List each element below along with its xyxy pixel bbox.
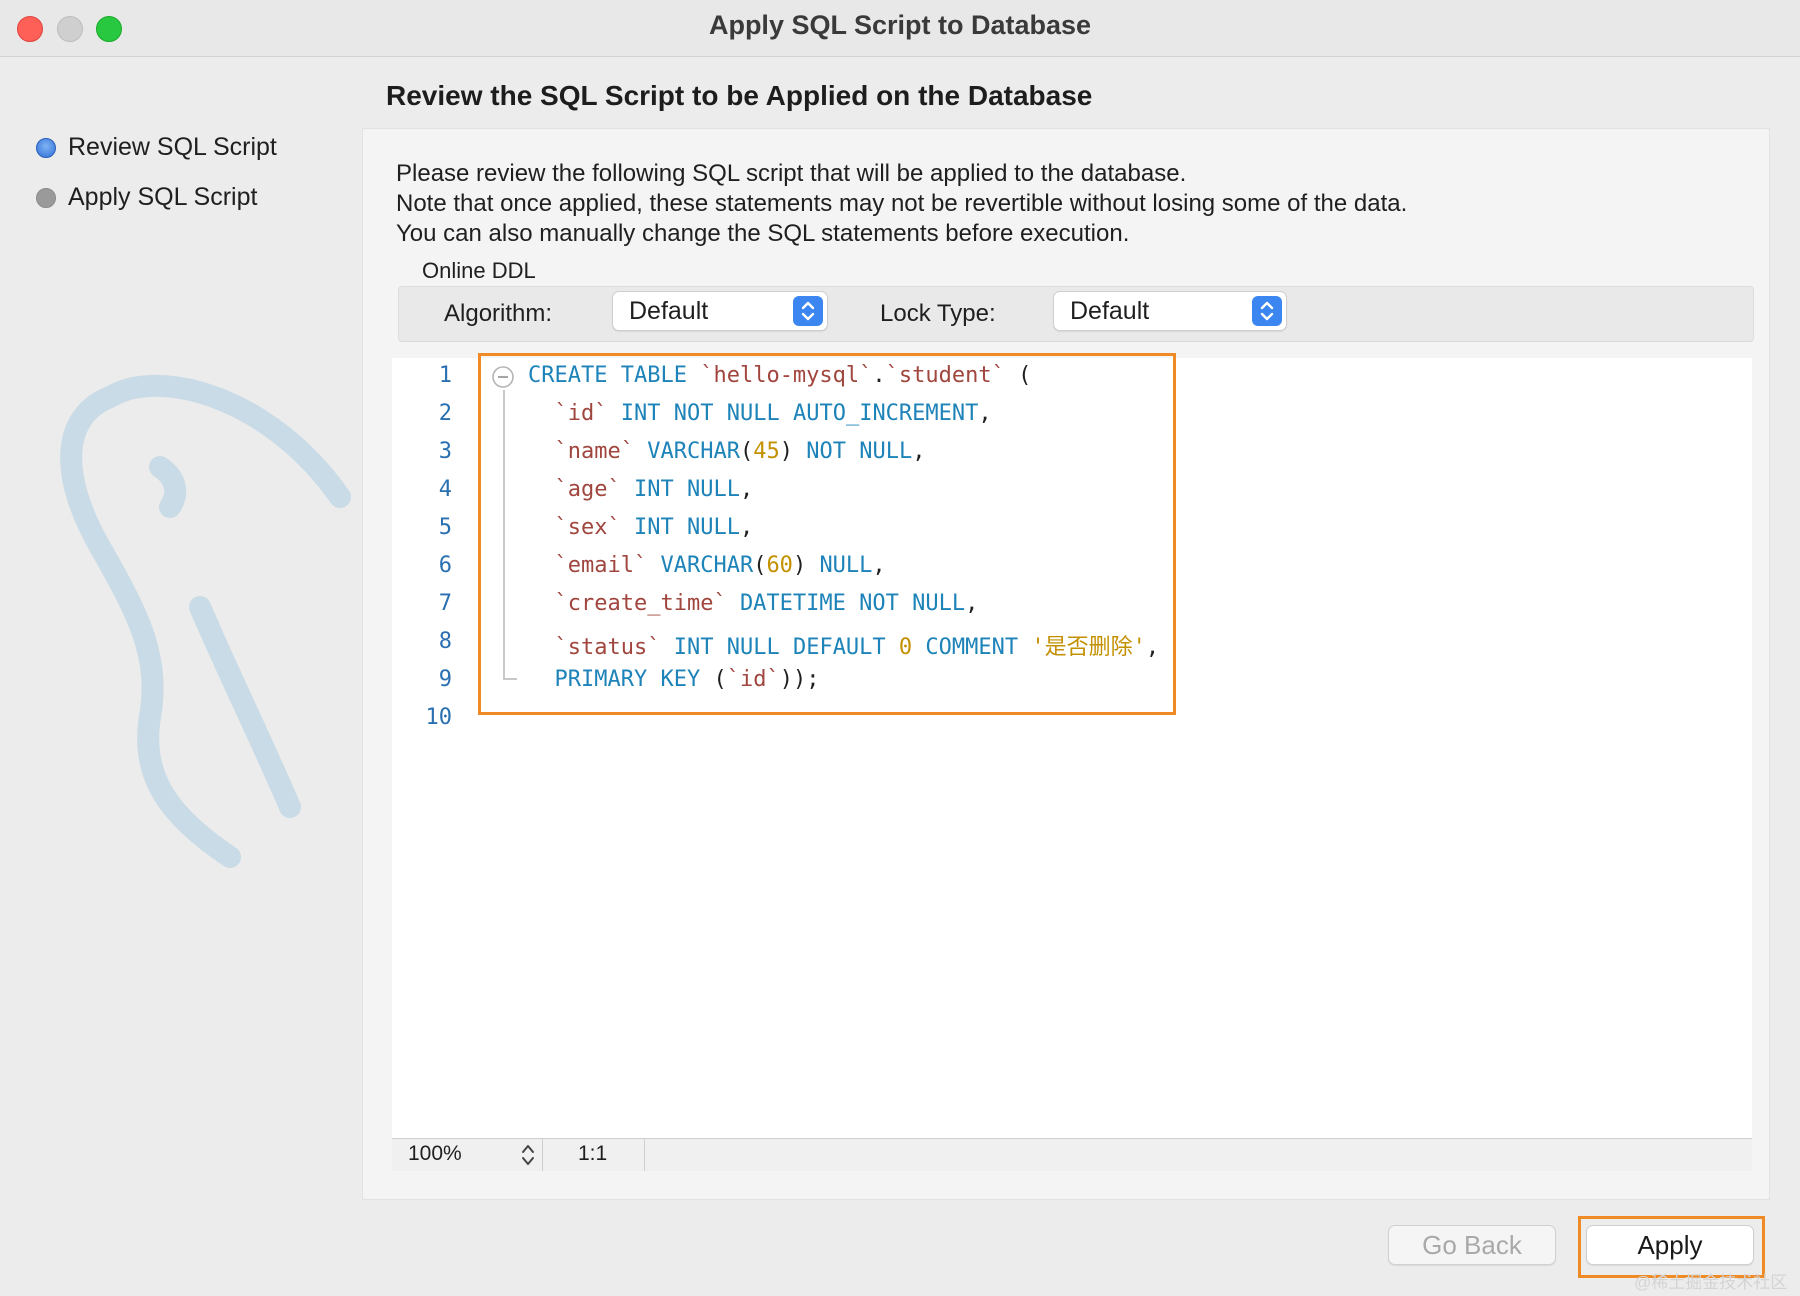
code-line[interactable]: `status` INT NULL DEFAULT 0 COMMENT '是否删… (554, 635, 1160, 660)
line-number: 1 (438, 363, 452, 388)
mysql-dolphin-icon (60, 374, 351, 868)
status-separator (644, 1139, 645, 1171)
line-number: 6 (438, 553, 452, 578)
lock-type-selected-value: Default (1070, 296, 1150, 325)
code-highlight-box (478, 353, 1176, 715)
step-active-dot-icon (36, 137, 56, 158)
line-number: 5 (438, 515, 452, 540)
line-number: 7 (438, 591, 452, 616)
code-line[interactable]: `email` VARCHAR(60) NULL, (554, 553, 886, 578)
watermark: @稀土掘金技术社区 (1634, 1273, 1788, 1292)
step-label: Apply SQL Script (68, 183, 258, 211)
description-line-1: Please review the following SQL script t… (396, 160, 1187, 187)
apply-button[interactable]: Apply (1586, 1225, 1754, 1265)
step-label: Review SQL Script (68, 133, 277, 161)
code-line[interactable]: CREATE TABLE `hello-mysql`.`student` ( (528, 363, 1032, 388)
fold-guide-line (503, 390, 505, 680)
zoom-level[interactable]: 100% (408, 1142, 462, 1165)
code-line[interactable]: PRIMARY KEY (`id`)); (554, 667, 820, 692)
page-title: Review the SQL Script to be Applied on t… (386, 80, 1093, 111)
select-chevron-icon (793, 296, 823, 326)
algorithm-select[interactable]: Default (612, 291, 828, 331)
description-line-2: Note that once applied, these statements… (396, 190, 1408, 217)
fold-collapse-icon[interactable] (492, 366, 516, 390)
line-number: 3 (438, 439, 452, 464)
algorithm-label: Algorithm: (444, 300, 553, 327)
wizard-sidebar: Review SQL Script Apply SQL Script (0, 57, 362, 1296)
code-line[interactable]: `create_time` DATETIME NOT NULL, (554, 591, 979, 616)
editor-status-bar: 100% 1:1 (392, 1138, 1752, 1171)
description-line-3: You can also manually change the SQL sta… (396, 220, 1130, 247)
step-apply-sql-script: Apply SQL Script (36, 183, 257, 212)
step-inactive-dot-icon (36, 187, 56, 208)
line-number: 8 (438, 629, 452, 654)
algorithm-selected-value: Default (629, 296, 709, 325)
online-ddl-label: Online DDL (422, 258, 536, 283)
code-line[interactable]: `sex` INT NULL, (554, 515, 754, 540)
line-number: 2 (438, 401, 452, 426)
code-line[interactable]: `age` INT NULL, (554, 477, 754, 502)
code-line[interactable]: `id` INT NOT NULL AUTO_INCREMENT, (554, 401, 992, 426)
close-window-button[interactable] (17, 16, 43, 42)
zoom-window-button[interactable] (96, 16, 122, 42)
status-separator (542, 1139, 543, 1171)
lock-type-select[interactable]: Default (1053, 291, 1287, 331)
title-bar: Apply SQL Script to Database (0, 0, 1800, 57)
step-review-sql-script: Review SQL Script (36, 133, 277, 162)
lock-type-label: Lock Type: (880, 300, 996, 327)
sql-editor[interactable] (392, 358, 1752, 1138)
code-line[interactable]: `name` VARCHAR(45) NOT NULL, (554, 439, 926, 464)
window-title: Apply SQL Script to Database (708, 10, 1092, 40)
line-number: 9 (438, 667, 452, 692)
minimize-window-button[interactable] (57, 16, 83, 42)
cursor-position: 1:1 (578, 1142, 608, 1165)
go-back-button[interactable]: Go Back (1388, 1225, 1556, 1265)
line-number: 10 (425, 705, 453, 730)
apply-highlight-box (1578, 1216, 1765, 1278)
select-chevron-icon (1252, 296, 1282, 326)
fold-guide-end (503, 678, 517, 680)
line-number: 4 (438, 477, 452, 502)
zoom-stepper-icon[interactable] (520, 1141, 536, 1169)
